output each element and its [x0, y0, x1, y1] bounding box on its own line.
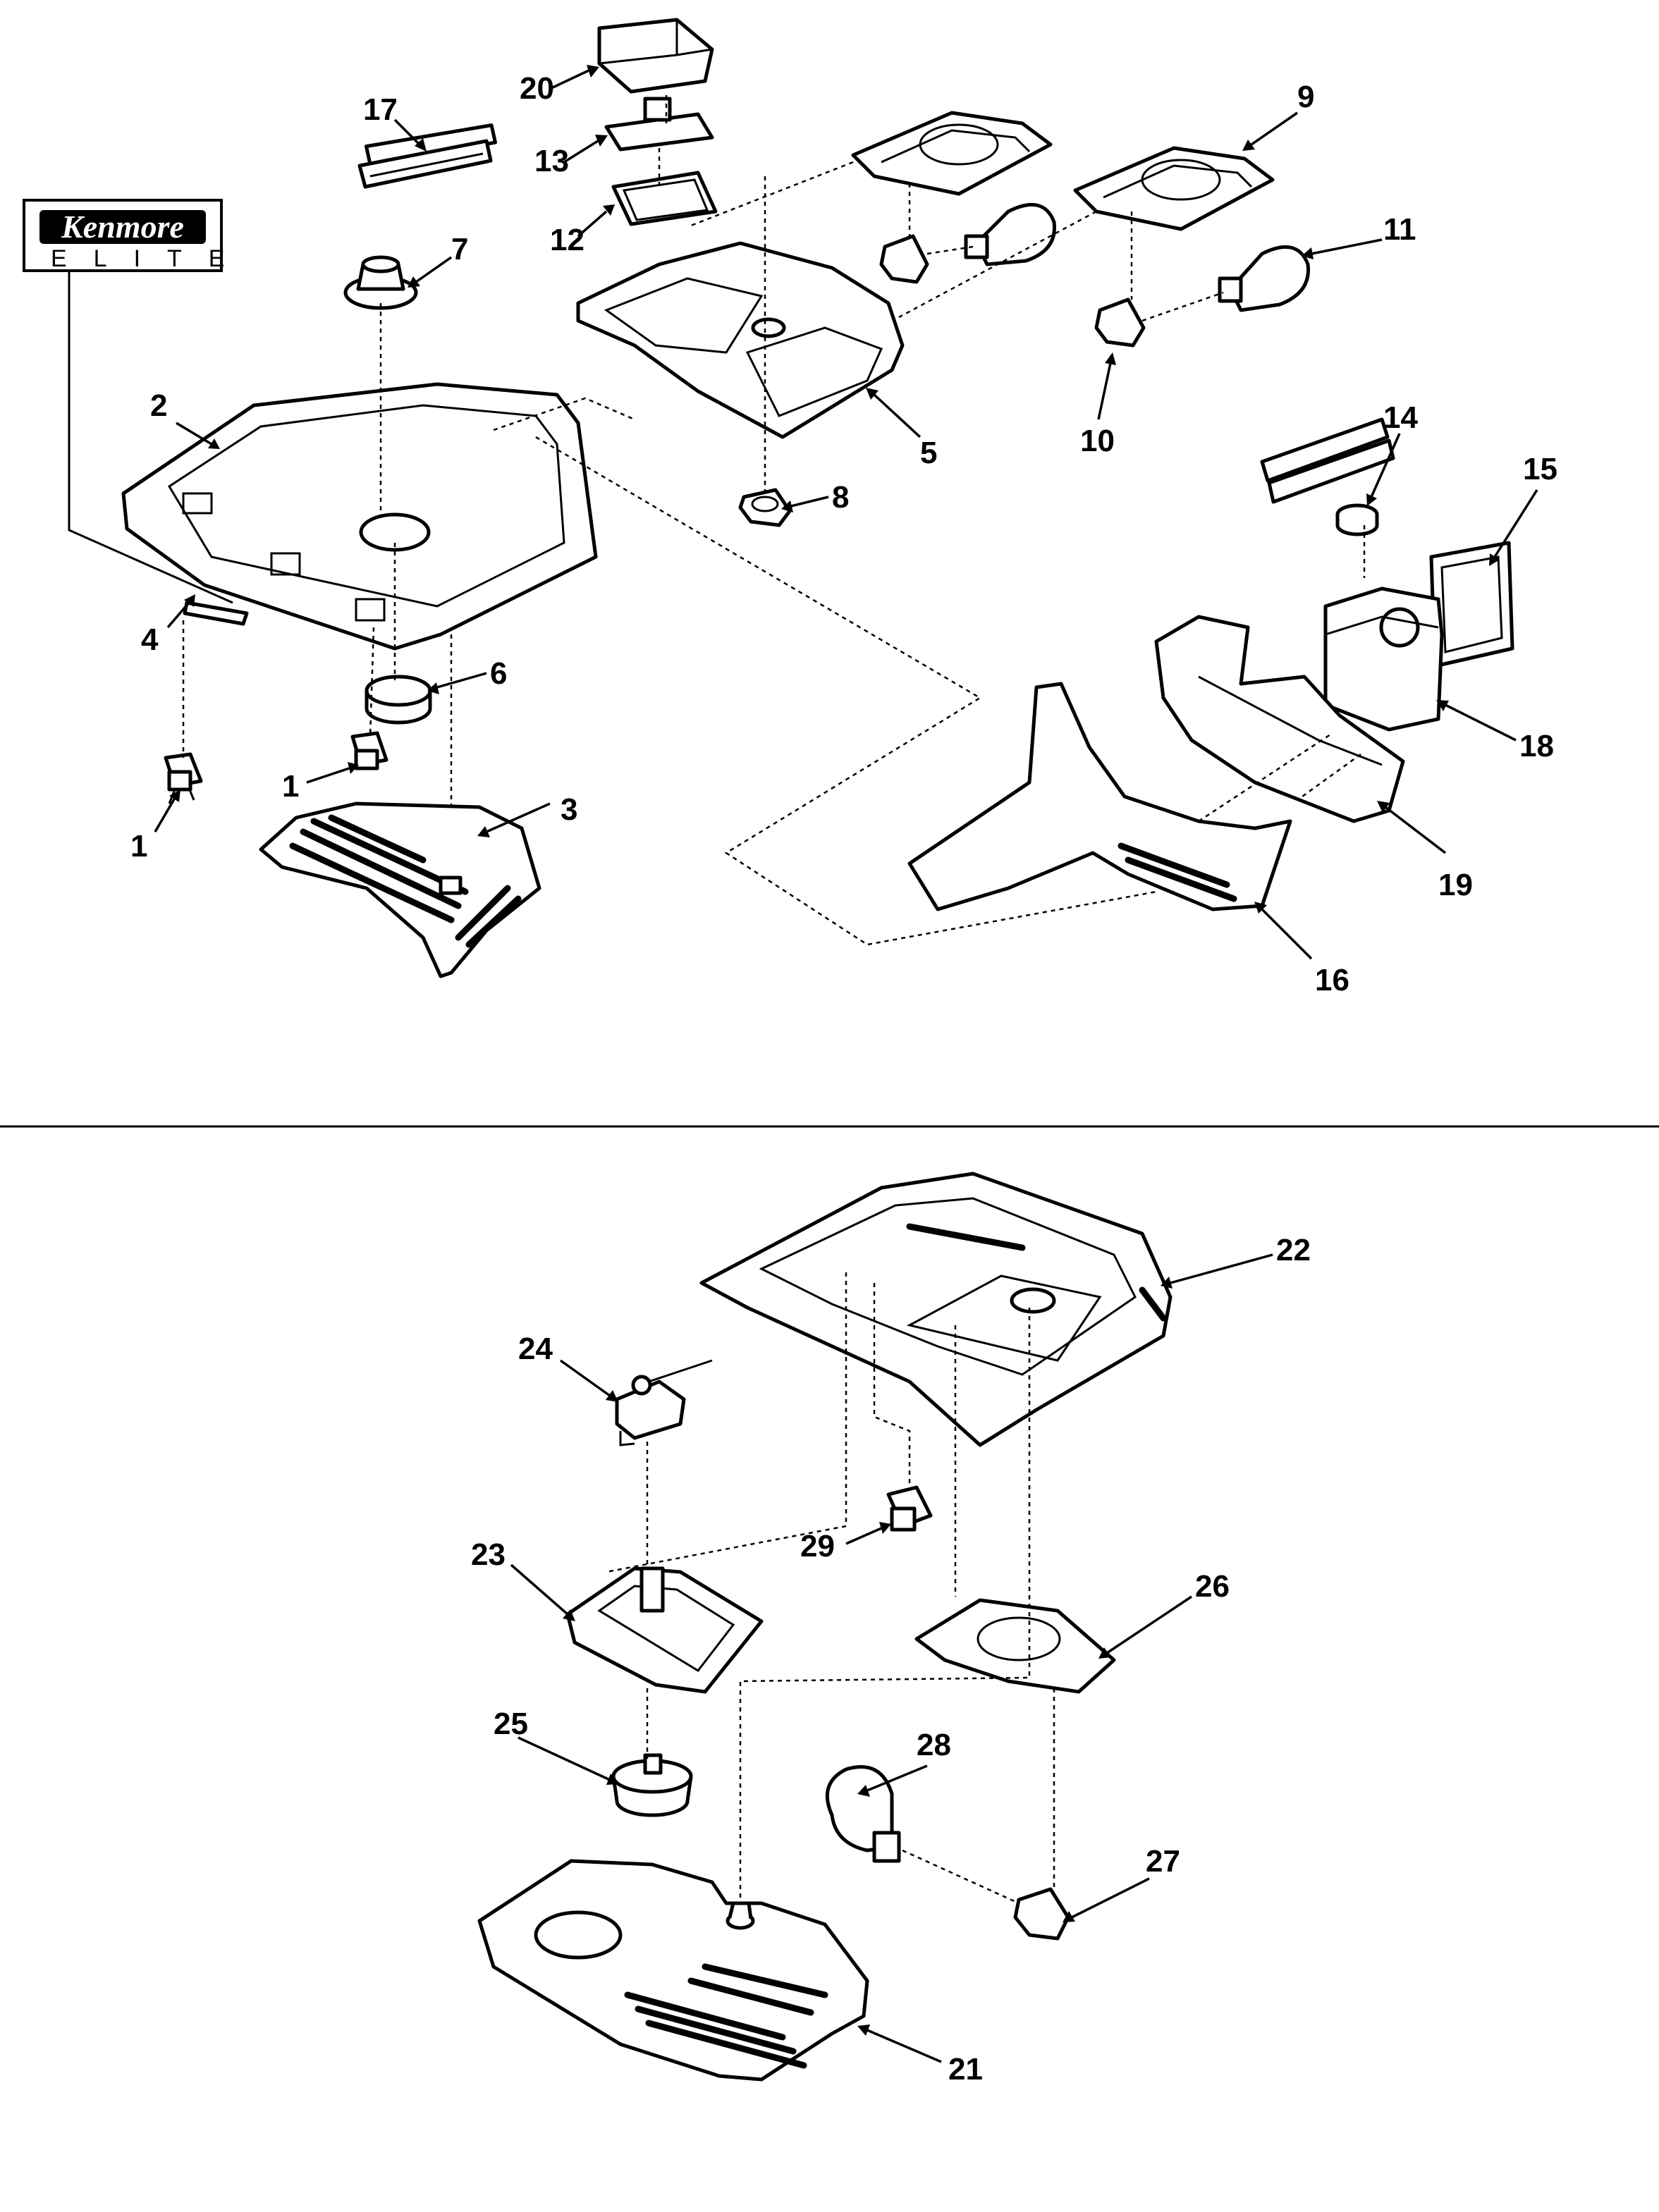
part-1-switch-b	[350, 731, 388, 770]
part-15-frame	[1429, 541, 1514, 668]
part-18-module	[1323, 586, 1444, 732]
kenmore-elite-logo: Kenmore ELITE	[23, 199, 251, 604]
callout-27: 27	[1146, 1844, 1180, 1879]
callout-22: 22	[1276, 1233, 1311, 1267]
callout-leaders	[154, 65, 1538, 2063]
part-23-bracket	[565, 1566, 764, 1694]
part-9-housing-b	[1073, 146, 1275, 231]
part-6-cylinder	[365, 675, 432, 725]
part-29-switch	[886, 1485, 933, 1532]
callout-1b: 1	[282, 769, 299, 804]
part-19-housing	[1154, 615, 1405, 823]
alignment-lines-bottom	[606, 1272, 1055, 1905]
part-4-lens	[183, 601, 249, 626]
callout-11: 11	[1383, 212, 1416, 247]
part-10-socket-b	[1094, 297, 1146, 348]
callout-7: 7	[451, 232, 468, 266]
part-13-board	[604, 97, 714, 152]
part-22-housing	[699, 1172, 1173, 1447]
part-11-bulb-a	[964, 202, 1056, 266]
callout-21: 21	[948, 2052, 983, 2087]
callout-6: 6	[490, 656, 507, 691]
callout-3: 3	[561, 792, 577, 827]
part-21-grille-tray	[477, 1859, 869, 2082]
part-26-housing	[914, 1598, 1116, 1694]
part-17-strip	[357, 123, 497, 189]
part-12-frame	[611, 171, 718, 226]
callout-1a: 1	[130, 829, 147, 864]
callout-4: 4	[141, 622, 159, 657]
callout-29: 29	[800, 1529, 835, 1563]
callout-10: 10	[1080, 424, 1115, 458]
callout-18: 18	[1519, 729, 1554, 763]
part-27-socket	[1013, 1887, 1070, 1941]
part-3-grille	[259, 801, 541, 978]
logo-brand-text: Kenmore	[61, 209, 184, 245]
callout-numbers: 20 17 13 12 7 9 11 2 5 10 14 15 8 4 6 1 …	[130, 71, 1557, 2087]
callout-16: 16	[1315, 963, 1349, 997]
callout-23: 23	[471, 1537, 506, 1572]
part-7-knob	[343, 255, 418, 310]
part-24-thermostat	[615, 1359, 713, 1446]
part-5-plate	[576, 241, 905, 439]
part-14-knob	[1335, 503, 1379, 536]
part-16-duct	[907, 682, 1292, 911]
part-11-bulb-b	[1218, 245, 1310, 312]
part-1-switch-a	[164, 752, 203, 804]
callout-28: 28	[917, 1728, 951, 1762]
callout-20: 20	[520, 71, 554, 106]
part-14-strip	[1260, 417, 1395, 504]
logo-line-text: ELITE	[51, 245, 251, 272]
callout-14: 14	[1383, 400, 1418, 435]
part-2-tray	[121, 382, 598, 651]
part-20-cover	[597, 18, 714, 94]
callout-13: 13	[534, 144, 569, 178]
part-10-socket-a	[879, 234, 929, 284]
callout-2: 2	[150, 388, 167, 423]
part-8-holder	[738, 488, 792, 527]
callout-17: 17	[363, 92, 398, 127]
callout-5: 5	[920, 436, 937, 470]
callout-25: 25	[494, 1707, 528, 1741]
alignment-lines-top	[182, 95, 1366, 946]
callout-15: 15	[1523, 452, 1557, 486]
callout-24: 24	[518, 1332, 553, 1366]
callout-8: 8	[832, 480, 849, 515]
callout-26: 26	[1195, 1569, 1230, 1604]
callout-9: 9	[1297, 80, 1314, 114]
part-9-housing-a	[851, 111, 1053, 196]
callout-12: 12	[550, 223, 584, 257]
part-25-knob	[611, 1753, 693, 1817]
callout-19: 19	[1438, 868, 1473, 902]
